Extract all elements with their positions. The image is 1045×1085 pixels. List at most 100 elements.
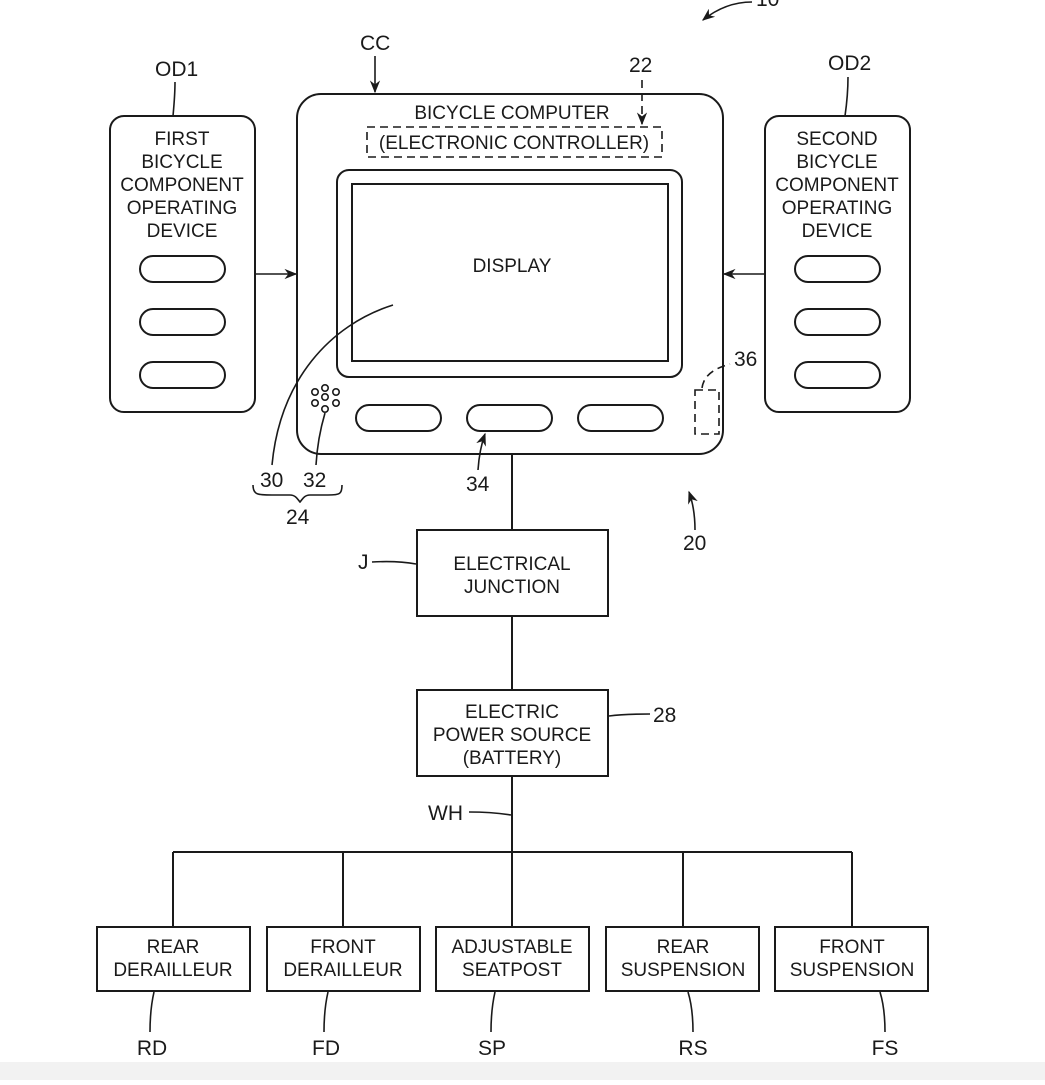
computer-button-right[interactable] (577, 404, 664, 432)
buttons-ref-arrow (476, 432, 486, 471)
component-front-derailleur: FRONT DERAILLEUR FD (266, 926, 421, 1060)
wireless-unit-ref-label: 36 (734, 348, 757, 371)
component-box (605, 926, 760, 992)
component-leader-line (687, 991, 694, 1033)
computer-button-center[interactable] (466, 404, 553, 432)
component-leader-line (879, 991, 886, 1033)
component-label-line: FRONT (310, 937, 376, 958)
electric-power-source: ELECTRIC POWER SOURCE (BATTERY) 28 (416, 689, 676, 777)
page-bottom-band (0, 1062, 1045, 1080)
od1-ref-label: OD1 (155, 58, 198, 81)
od2-label-line: OPERATING (782, 198, 893, 219)
notification-group-brace (252, 484, 343, 504)
component-ref-label: SP (478, 1037, 506, 1060)
od1-button[interactable] (139, 361, 226, 389)
bicycle-ref-arrow (688, 490, 698, 531)
notification-group-ref-label: 24 (286, 506, 310, 529)
battery-box (416, 689, 609, 777)
computer-ref-label: CC (360, 32, 390, 55)
od2-leader-line (844, 76, 849, 117)
od2-ref-label: OD2 (828, 52, 871, 75)
od2-label-line: BICYCLE (796, 152, 877, 173)
od2-button[interactable] (794, 255, 881, 283)
battery-label-line: ELECTRIC (465, 702, 559, 723)
od2-button[interactable] (794, 361, 881, 389)
system-ref-arrow (702, 1, 753, 21)
component-box (96, 926, 251, 992)
od2-button[interactable] (794, 308, 881, 336)
junction-ref-label: J (358, 551, 369, 574)
battery-ref-label: 28 (653, 704, 676, 727)
od1-label-line: COMPONENT (120, 175, 244, 196)
bicycle-reference: 20 (683, 490, 706, 555)
system-reference: 10 (702, 0, 779, 21)
electronic-controller-label: (ELECTRONIC CONTROLLER) (379, 133, 649, 154)
od1-label-line: DEVICE (147, 221, 218, 242)
speaker-ref-label: 32 (303, 469, 326, 492)
od2-label-line: SECOND (796, 129, 877, 150)
od1-label-line: FIRST (155, 129, 210, 150)
component-ref-label: FD (312, 1037, 340, 1060)
notification-references: 30 32 24 34 (252, 304, 490, 529)
wireless-unit-leader (701, 363, 731, 389)
battery-label-line: (BATTERY) (463, 748, 562, 769)
battery-leader-line (608, 713, 651, 717)
harness-ref-label: WH (428, 802, 463, 825)
buttons-ref-label: 34 (466, 473, 490, 496)
controller-ref-label: 22 (629, 54, 652, 77)
component-label-line: SUSPENSION (621, 960, 746, 981)
component-ref-label: RS (678, 1037, 707, 1060)
od1-button[interactable] (139, 308, 226, 336)
component-front-suspension: FRONT SUSPENSION FS (774, 926, 929, 1060)
component-leader-line (490, 991, 496, 1033)
component-label-line: REAR (147, 937, 200, 958)
component-label-line: SUSPENSION (790, 960, 915, 981)
junction-leader-line (371, 560, 417, 565)
od1-label-line: BICYCLE (141, 152, 222, 173)
display-label: DISPLAY (473, 256, 552, 277)
od2-label-line: DEVICE (802, 221, 873, 242)
component-leader-line (149, 991, 155, 1033)
junction-box (416, 529, 609, 617)
system-ref-label: 10 (756, 0, 779, 11)
speaker-leader-line (315, 412, 326, 466)
od1-button[interactable] (139, 255, 226, 283)
computer-button-left[interactable] (355, 404, 442, 432)
od2-label-line: COMPONENT (775, 175, 899, 196)
junction-label-line: JUNCTION (464, 577, 560, 598)
component-leader-line (323, 991, 329, 1033)
component-box (266, 926, 421, 992)
component-box (435, 926, 590, 992)
component-ref-label: FS (872, 1037, 899, 1060)
component-label-line: FRONT (819, 937, 885, 958)
first-operating-device: OD1 FIRST BICYCLE COMPONENT OPERATING DE… (109, 58, 298, 413)
display-ref-label: 30 (260, 469, 283, 492)
component-rear-derailleur: REAR DERAILLEUR RD (96, 926, 251, 1060)
component-label-line: REAR (657, 937, 710, 958)
battery-label-line: POWER SOURCE (433, 725, 591, 746)
component-adjustable-seatpost: ADJUSTABLE SEATPOST SP (435, 926, 590, 1060)
component-ref-label: RD (137, 1037, 167, 1060)
od1-leader-line (172, 81, 176, 117)
od1-label-line: OPERATING (127, 198, 238, 219)
bicycle-computer: CC BICYCLE COMPUTER (ELECTRONIC CONTROLL… (296, 32, 757, 455)
wireless-unit-box (694, 389, 720, 435)
junction-label-line: ELECTRICAL (453, 554, 570, 575)
bicycle-ref-label: 20 (683, 532, 706, 555)
wiring-harness: WH (172, 776, 853, 927)
second-operating-device: OD2 SECOND BICYCLE COMPONENT OPERATING D… (722, 52, 911, 413)
component-rear-suspension: REAR SUSPENSION RS (605, 926, 760, 1060)
electrical-junction: ELECTRICAL JUNCTION J (358, 529, 609, 617)
computer-title: BICYCLE COMPUTER (414, 103, 609, 124)
display-screen (351, 183, 669, 362)
component-label-line: ADJUSTABLE (451, 937, 572, 958)
component-label-line: DERAILLEUR (283, 960, 402, 981)
component-label-line: SEATPOST (462, 960, 562, 981)
component-box (774, 926, 929, 992)
speaker-icon (310, 383, 340, 413)
harness-leader-line (468, 811, 512, 816)
electronic-controller-box (366, 126, 663, 158)
component-label-line: DERAILLEUR (113, 960, 232, 981)
